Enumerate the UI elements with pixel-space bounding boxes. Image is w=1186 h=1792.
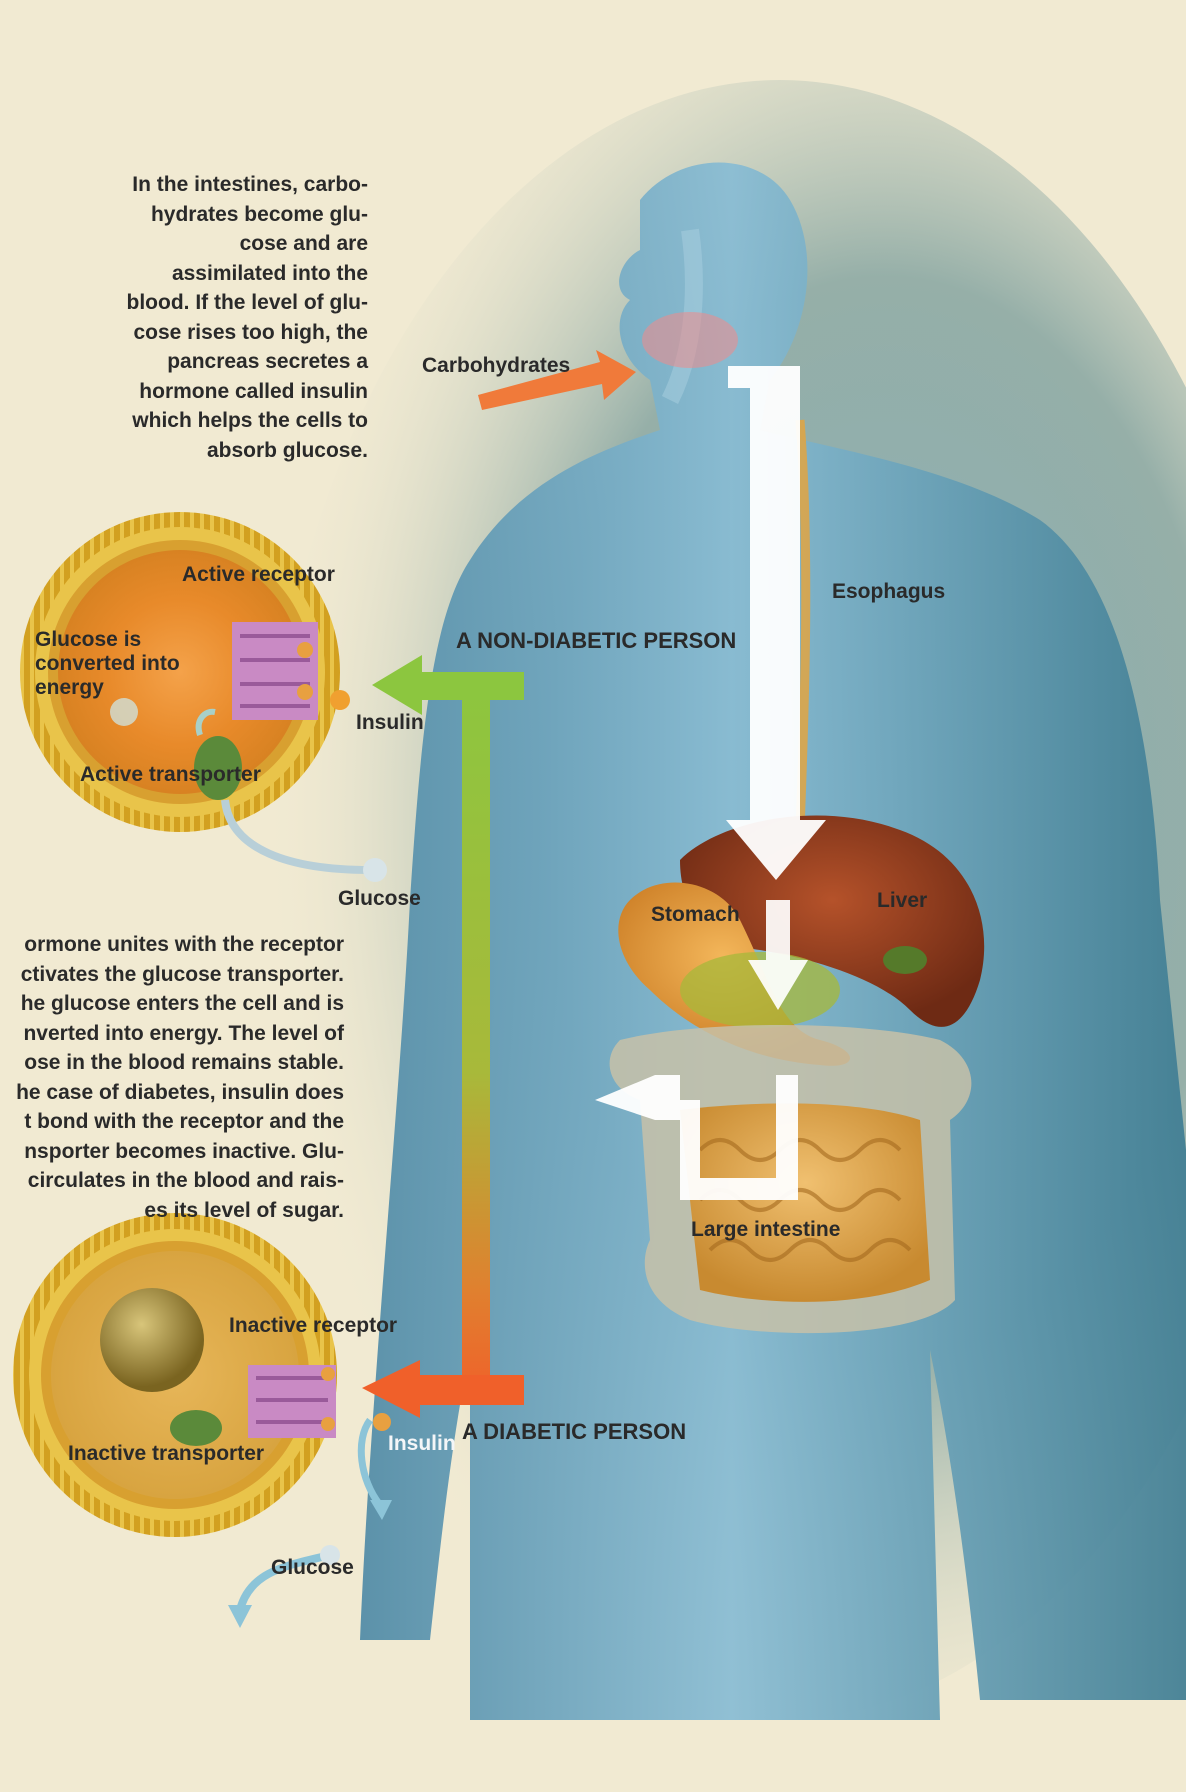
- inactive-transporter-label: Inactive transporter: [68, 1442, 264, 1466]
- insulin-label-bottom: Insulin: [388, 1432, 456, 1456]
- glucose-label-bottom: Glucose: [271, 1556, 354, 1580]
- gallbladder: [883, 946, 927, 974]
- insulin-molecule: [373, 1413, 391, 1431]
- liver-label: Liver: [877, 889, 927, 913]
- active-transporter-label: Active transporter: [80, 763, 261, 787]
- carbohydrates-label: Carbohydrates: [422, 354, 570, 378]
- active-receptor-shape: [232, 622, 318, 720]
- active-receptor-label: Active receptor: [182, 563, 335, 587]
- non-diabetic-heading: A NON-DIABETIC PERSON: [456, 629, 736, 653]
- inactive-receptor-label: Inactive receptor: [229, 1314, 397, 1338]
- stomach-label: Stomach: [651, 903, 740, 927]
- esophagus-label: Esophagus: [832, 580, 945, 604]
- explanation-paragraph: ormone unites with the receptor ctivates…: [16, 930, 344, 1225]
- glucose-label-top: Glucose: [338, 887, 421, 911]
- large-intestine-label: Large intestine: [691, 1218, 840, 1242]
- insulin-molecule: [330, 690, 350, 710]
- diabetic-heading: A DIABETIC PERSON: [462, 1420, 686, 1444]
- small-intestine: [680, 1103, 930, 1301]
- inactive-receptor-shape: [248, 1365, 336, 1438]
- intro-paragraph: In the intestines, carbo- hydrates becom…: [127, 170, 369, 465]
- glucose-converted-label: Glucose is converted into energy: [35, 628, 180, 700]
- insulin-label-top: Insulin: [356, 711, 424, 735]
